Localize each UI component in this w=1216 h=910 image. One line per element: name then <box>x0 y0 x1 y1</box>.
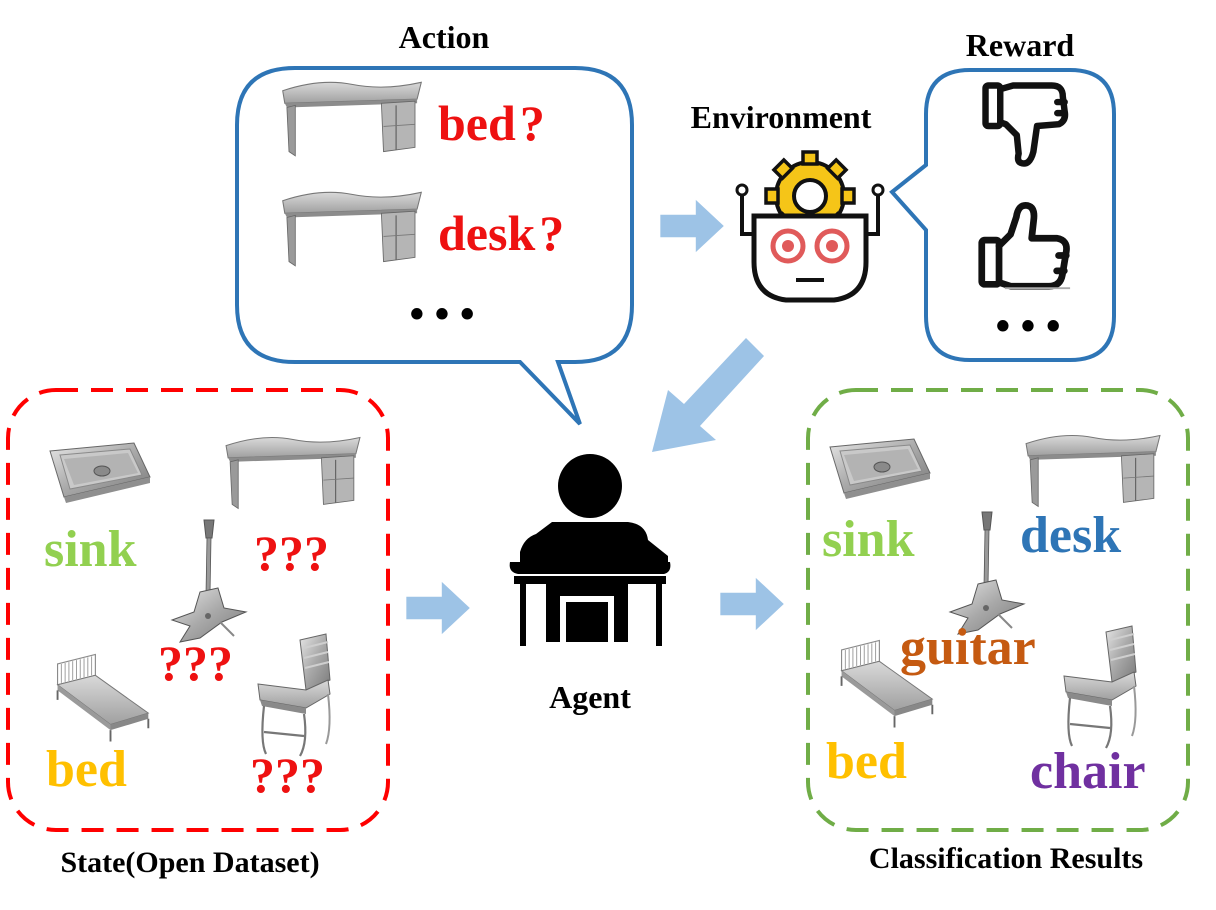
guitar-image <box>171 519 247 643</box>
arrow-action-to-environment <box>660 199 724 253</box>
state-label-bed: bed <box>46 741 127 798</box>
robot-head-icon <box>735 150 885 303</box>
action-bubble <box>235 66 634 426</box>
state-border <box>6 388 390 832</box>
result-label-desk: desk <box>1020 507 1121 564</box>
result-sink-image <box>829 438 931 500</box>
agent-label: Agent <box>549 679 631 715</box>
result-label-sink: sink <box>822 511 915 568</box>
state-label-sink: sink <box>44 521 137 578</box>
reward-panel: Reward • • • <box>889 27 1116 362</box>
state-label-unknown-chair: ??? <box>250 747 325 803</box>
action-heading: Action <box>399 19 490 55</box>
arrow-agent-to-results <box>720 577 784 631</box>
bed-image <box>56 653 150 743</box>
results-border <box>806 388 1190 832</box>
action-guess-desk: desk? <box>438 205 564 261</box>
results-caption: Classification Results <box>869 842 1143 875</box>
action-guess-bed: bed? <box>438 95 545 151</box>
result-guitar-image <box>949 511 1025 635</box>
agent: Agent <box>509 454 671 715</box>
arrow-state-to-agent <box>406 581 470 635</box>
desk-image <box>225 436 361 510</box>
environment-heading: Environment <box>691 99 872 135</box>
arrow-environment-to-agent <box>652 338 764 452</box>
action-ellipsis: • • • <box>409 292 474 338</box>
agent-at-desk-icon <box>509 454 671 646</box>
state-caption: State(Open Dataset) <box>60 846 319 879</box>
chair-image <box>256 632 332 758</box>
result-label-bed: bed <box>826 733 907 790</box>
result-label-chair: chair <box>1030 743 1146 800</box>
state-label-unknown-desk: ??? <box>254 525 329 581</box>
environment: Environment <box>691 99 885 303</box>
results-panel: sink desk guitar bed chair <box>806 388 1190 832</box>
state-panel: sink ??? ??? bed ??? <box>6 388 390 832</box>
result-label-guitar: guitar <box>900 619 1036 676</box>
sink-image <box>49 442 151 504</box>
reward-heading: Reward <box>966 27 1075 63</box>
reward-ellipsis: • • • <box>995 304 1060 350</box>
result-desk-image <box>1025 434 1161 508</box>
result-chair-image <box>1062 624 1138 750</box>
action-panel: Action bed? desk? • • • <box>235 19 634 426</box>
state-label-unknown-guitar: ??? <box>158 635 233 691</box>
